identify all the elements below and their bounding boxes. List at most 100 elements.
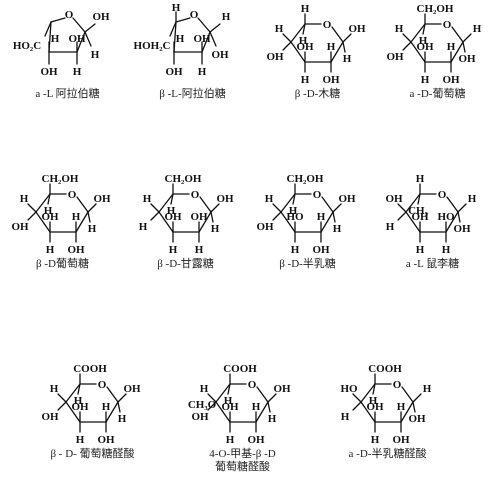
bond-line [256,386,269,403]
bond-line [397,203,407,213]
c6-substituent-label: H [301,3,310,15]
bond-line [405,193,421,213]
c4-down-label: H [386,221,395,233]
bond-line [75,211,89,233]
c1-down-label: OH [458,53,476,65]
c6-substituent-label: CH₂OH [42,173,79,185]
ring-oxygen-label: O [438,189,447,201]
bond-line [410,41,426,63]
c2-up-label: H [447,41,456,53]
c6-substituent-label: CH₂OH [165,173,202,185]
bond-line [272,211,282,221]
bond-line [462,33,472,43]
c3-down-label: H [291,244,300,256]
bond-line [352,393,362,403]
ring-oxygen-label: O [191,189,200,201]
c4-substituent-label: HO₂C [13,40,41,52]
structure-caption: 4-O-甲基-β -D 葡萄糖醛酸 [209,448,276,473]
bond-line [76,196,89,213]
c2-up-label: H [72,211,81,223]
bond-line [175,17,191,23]
c6-substituent-label: COOH [223,363,257,375]
c2-down-label: H [195,244,204,256]
c4-up-label: H [275,23,284,35]
bond-line [332,211,336,223]
bond-line [57,401,67,411]
c3-down-label: H [421,74,430,86]
structure-caption: a -L 鼠李糖 [405,258,460,270]
c4-down-label: OH [41,411,59,423]
c4-up-label: H [20,193,29,205]
c4-up-label: HO [340,383,358,395]
bond-line [255,401,269,423]
bond-line [210,211,214,223]
bond-line [44,21,52,37]
bond-line [272,203,282,213]
bond-line [457,203,467,213]
structure-caption: β -D-木糖 [294,88,341,100]
bond-line [207,393,217,403]
c3-up-label: OH [71,401,89,413]
bond-line [65,401,81,423]
bond-line [47,193,51,205]
c6-substituent-label: COOH [73,363,107,375]
c2-down-label: OH [97,434,115,446]
c3-down-label: H [46,244,55,256]
c2-up-label: OH [68,33,86,45]
bond-line [422,23,426,35]
c4-down-label: H [341,411,350,423]
c1-up-label: H [423,383,432,395]
c4-up-label: H [50,383,59,395]
bond-line [360,401,376,423]
c2-down-label: OH [247,434,265,446]
c3-up-label: OH [296,41,314,53]
bond-line [77,383,81,395]
bond-line [457,211,461,223]
bond-line [412,393,422,403]
c2-down-label: H [442,244,451,256]
bond-line [57,393,67,403]
bond-line [87,203,97,213]
bond-line [282,41,292,51]
bond-line [320,211,334,233]
c4-down-label: OH [386,51,404,63]
bond-line [352,401,362,411]
c4-down-label: OH [256,221,274,233]
c1-down-label: H [91,49,100,61]
c1-up-label: OH [273,383,291,395]
bond-line [450,41,464,63]
c2-down-label: OH [442,74,460,86]
bond-line [401,386,414,403]
bond-line [342,41,346,53]
ring-oxygen-label: O [68,189,77,201]
ring-oxygen-label: O [98,379,107,391]
bond-line [302,23,306,35]
c1-up-label: OH [92,11,110,23]
bond-line [207,401,217,411]
c2-down-label: OH [322,74,340,86]
c2-down-label: OH [67,244,85,256]
c3-down-label: H [416,244,425,256]
bond-line [331,26,344,43]
c3-up-label: OH [164,211,182,223]
c6-substituent-label: CH₂OH [417,3,454,15]
bond-line [201,31,211,53]
bond-line [27,211,37,221]
c1-up-label: OH [338,193,356,205]
c3-up-label: OH [41,211,59,223]
c4-up-label: H [200,383,209,395]
bond-line [405,211,421,233]
bond-line [150,203,160,213]
c4-up-label: OH [385,193,403,205]
bond-line [402,33,412,43]
c4-h-label: H [172,2,181,14]
c3-down-label: OH [165,66,183,78]
c5-inner-label: H [299,35,308,47]
c1-up-label: OH [348,23,366,35]
